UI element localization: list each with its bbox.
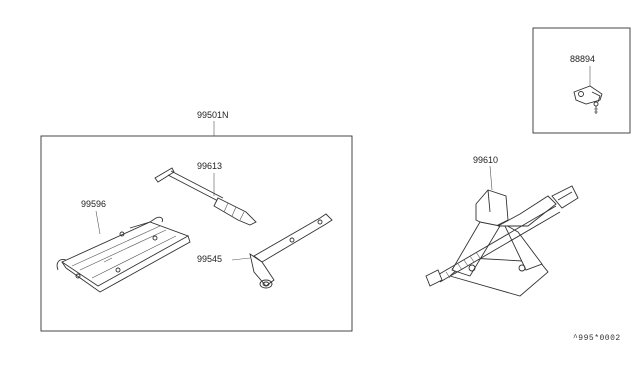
scissor-jack-part	[425, 165, 579, 297]
clip-inset-frame	[532, 27, 631, 134]
footer-code: ^995*0002	[573, 334, 621, 343]
clip-part	[573, 66, 603, 114]
kit-frame	[40, 135, 353, 332]
label-handle: 99613	[197, 161, 223, 171]
label-bag: 99596	[81, 199, 107, 209]
jack-handle-part	[154, 167, 257, 226]
label-wrench: 99545	[197, 254, 223, 264]
lug-wrench-part	[231, 213, 333, 289]
label-kit: 99501N	[197, 110, 229, 120]
tool-bag-part	[56, 210, 191, 293]
label-clip: 88894	[570, 54, 596, 64]
label-jack: 99610	[473, 155, 499, 165]
